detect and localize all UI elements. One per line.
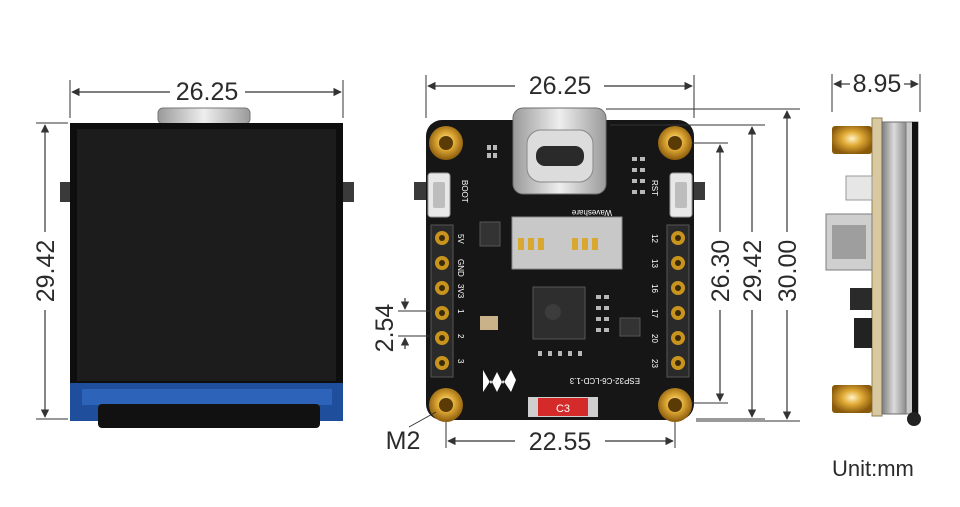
hole-spacing-dimension: 22.55: [445, 422, 676, 456]
board-height-inner-label: 26.30: [707, 240, 735, 303]
side-button-right: [342, 182, 354, 202]
pin-pitch-label: 2.54: [371, 304, 399, 353]
side-button-left: [60, 182, 72, 202]
m2-callout: M2: [386, 411, 437, 455]
svg-text:C3: C3: [556, 403, 570, 415]
boot-label: BOOT: [460, 180, 469, 203]
pinTextRight-label-5: 20: [650, 334, 659, 343]
board-width-dimension: 26.25: [425, 72, 695, 118]
pinTextRight-label-2: 13: [650, 259, 659, 268]
pinTextRight-label-4: 17: [650, 309, 659, 318]
pinTextLeft-label-2: GND: [456, 259, 465, 277]
side-thickness-label: 8.95: [853, 70, 902, 98]
pinTextLeft-label-6: 3: [456, 359, 465, 364]
front-view: [60, 107, 354, 428]
front-width-label: 26.25: [176, 78, 239, 106]
pcb: [426, 120, 694, 420]
c3-component: [538, 398, 588, 416]
front-height-label: 29.42: [32, 240, 60, 303]
lcd-side: [881, 121, 907, 415]
standoff-top: [832, 126, 872, 154]
pinTextLeft-label-3: 3V3: [456, 284, 465, 299]
pinTextRight-label-6: 23: [650, 359, 659, 368]
lcd-screen: [77, 129, 336, 381]
standoff-bottom: [832, 385, 872, 413]
board-height-dimensions: 26.30 29.42 30.00: [606, 108, 802, 422]
m2-label: M2: [386, 427, 421, 455]
right-header: [666, 224, 690, 378]
unit-label: Unit:mm: [832, 456, 914, 481]
pin-pitch-dimension: 2.54: [371, 298, 434, 352]
rst-label: RST: [650, 180, 659, 196]
model-silk: ESP32-C6-LCD-1.3: [569, 376, 640, 385]
front-height-dimension: 29.42: [32, 122, 68, 420]
board-height-total-label: 30.00: [774, 240, 802, 303]
fpc-cable: [98, 404, 320, 428]
pinTextLeft-label-5: 2: [456, 334, 465, 339]
usb-c-top: [157, 107, 251, 125]
pinTextRight-label-1: 12: [650, 234, 659, 243]
pinTextLeft-label-1: 5V: [456, 234, 465, 244]
waveshare-logo: [483, 370, 516, 392]
left-header: [430, 224, 454, 378]
side-view: 8.95: [825, 70, 921, 426]
board-width-label: 26.25: [529, 72, 592, 100]
pinTextRight-label-3: 16: [650, 284, 659, 293]
pcb-edge: [871, 117, 883, 417]
board-height-mid-label: 29.42: [739, 240, 767, 303]
pinTextLeft-label-4: 1: [456, 309, 465, 314]
hole-spacing-label: 22.55: [529, 428, 592, 456]
brand-silk: Waveshare: [571, 208, 612, 217]
front-width-dimension: 26.25: [69, 78, 344, 118]
